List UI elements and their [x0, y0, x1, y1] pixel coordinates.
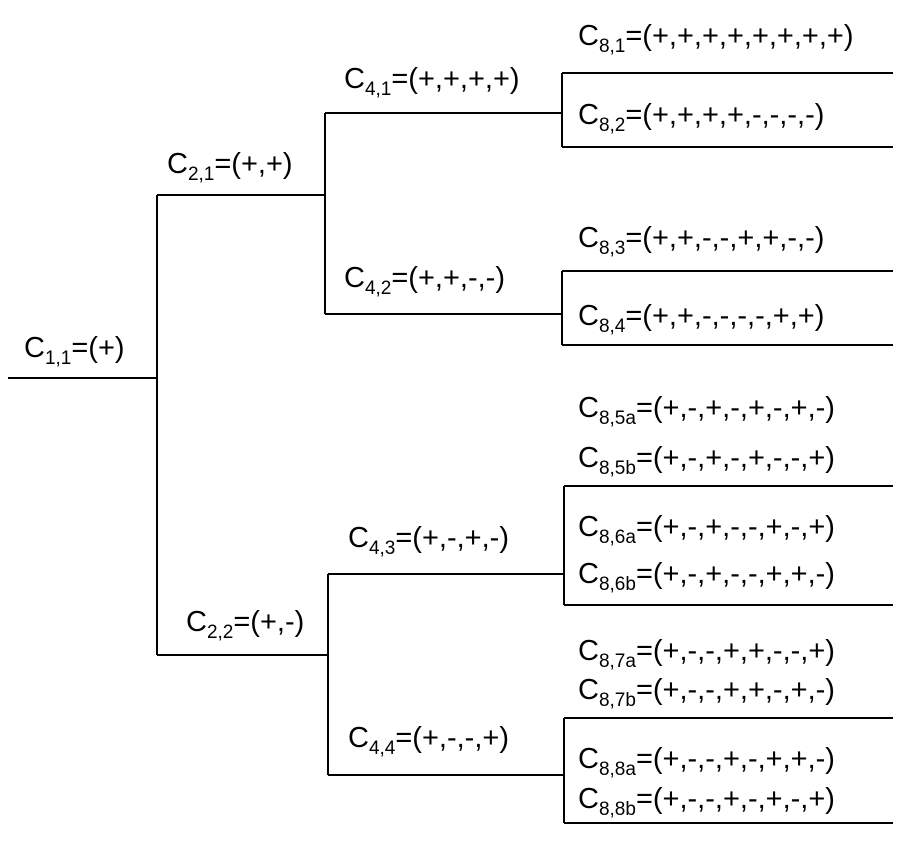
- node-symbol: C: [186, 606, 207, 638]
- node-sequence: =(+,+,+,+,+,+,+,+): [625, 20, 854, 52]
- node-sequence: =(+,-): [233, 606, 305, 638]
- node-index: 1,1: [44, 348, 72, 369]
- node-symbol: C: [578, 635, 599, 667]
- node-index: 2,2: [206, 622, 234, 643]
- node-c4-2: C4,2=(+,+,-,-): [344, 262, 505, 299]
- node-index: 8,1: [598, 36, 626, 57]
- node-c2-2: C2,2=(+,-): [186, 606, 305, 643]
- node-sequence: =(+,-,-,+,-,+,-,+): [635, 783, 835, 815]
- node-index: 4,4: [368, 738, 396, 759]
- node-sequence: =(+,+): [214, 148, 293, 180]
- node-symbol: C: [348, 522, 369, 554]
- node-index: 4,2: [364, 278, 392, 299]
- node-symbol: C: [344, 262, 365, 294]
- node-c4-4: C4,4=(+,-,-,+): [348, 722, 509, 759]
- node-symbol: C: [578, 783, 599, 815]
- node-c8-7a: C8,7a=(+,-,-,+,+,-,-,+): [578, 635, 835, 672]
- node-sequence: =(+,-,+,-,+,-,+,-): [635, 392, 835, 424]
- node-sequence: =(+,-,+,-): [395, 522, 509, 554]
- node-index: 8,3: [598, 238, 626, 259]
- node-symbol: C: [24, 332, 45, 364]
- node-index: 8,6a: [598, 527, 636, 548]
- node-c4-3: C4,3=(+,-,+,-): [348, 522, 509, 559]
- node-sequence: =(+,-,-,+): [395, 722, 509, 754]
- node-sequence: =(+,-,-,+,-,+,+,-): [635, 743, 835, 775]
- node-symbol: C: [578, 99, 599, 131]
- node-symbol: C: [578, 222, 599, 254]
- node-symbol: C: [167, 148, 188, 180]
- node-c8-6a: C8,6a=(+,-,+,-,-,+,-,+): [578, 511, 835, 548]
- node-symbol: C: [578, 392, 599, 424]
- node-c4-1: C4,1=(+,+,+,+): [344, 63, 520, 100]
- node-c8-5a: C8,5a=(+,-,+,-,+,-,+,-): [578, 392, 835, 429]
- node-sequence: =(+,+,-,-,+,+,-,-): [625, 222, 825, 254]
- node-c2-1: C2,1=(+,+): [167, 148, 293, 185]
- node-index: 8,5a: [598, 408, 636, 429]
- node-symbol: C: [578, 511, 599, 543]
- node-sequence: =(+,-,+,-,+,-,-,+): [635, 442, 835, 474]
- node-index: 8,8b: [598, 799, 636, 820]
- node-sequence: =(+): [71, 332, 125, 364]
- node-sequence: =(+,-,-,+,+,-,-,+): [635, 635, 835, 667]
- node-c8-2: C8,2=(+,+,+,+,-,-,-,-): [578, 99, 825, 136]
- node-c8-8a: C8,8a=(+,-,-,+,-,+,+,-): [578, 743, 835, 780]
- node-index: 8,4: [598, 316, 626, 337]
- node-index: 4,1: [364, 79, 392, 100]
- node-index: 8,2: [598, 115, 626, 136]
- node-c8-3: C8,3=(+,+,-,-,+,+,-,-): [578, 222, 825, 259]
- node-symbol: C: [348, 722, 369, 754]
- node-symbol: C: [344, 63, 365, 95]
- node-sequence: =(+,+,-,-,-,-,+,+): [625, 300, 825, 332]
- node-symbol: C: [578, 743, 599, 775]
- node-symbol: C: [578, 442, 599, 474]
- node-index: 8,7b: [598, 690, 636, 711]
- node-sequence: =(+,-,+,-,-,+,+,-): [635, 558, 835, 590]
- node-index: 8,7a: [598, 651, 636, 672]
- node-symbol: C: [578, 558, 599, 590]
- node-c8-8b: C8,8b=(+,-,-,+,-,+,-,+): [578, 783, 835, 820]
- node-index: 4,3: [368, 538, 396, 559]
- node-c8-6b: C8,6b=(+,-,+,-,-,+,+,-): [578, 558, 835, 595]
- node-index: 8,6b: [598, 574, 636, 595]
- node-symbol: C: [578, 674, 599, 706]
- node-c8-5b: C8,5b=(+,-,+,-,+,-,-,+): [578, 442, 835, 479]
- node-sequence: =(+,-,-,+,+,-,+,-): [635, 674, 835, 706]
- node-sequence: =(+,+,+,+): [391, 63, 520, 95]
- node-sequence: =(+,+,+,+,-,-,-,-): [625, 99, 825, 131]
- node-symbol: C: [578, 20, 599, 52]
- node-c8-1: C8,1=(+,+,+,+,+,+,+,+): [578, 20, 854, 57]
- node-c8-7b: C8,7b=(+,-,-,+,+,-,+,-): [578, 674, 835, 711]
- node-symbol: C: [578, 300, 599, 332]
- node-sequence: =(+,+,-,-): [391, 262, 505, 294]
- node-index: 8,8a: [598, 759, 636, 780]
- node-c8-4: C8,4=(+,+,-,-,-,-,+,+): [578, 300, 825, 337]
- node-sequence: =(+,-,+,-,-,+,-,+): [635, 511, 835, 543]
- node-c1-1: C1,1=(+): [24, 332, 125, 369]
- node-index: 8,5b: [598, 458, 636, 479]
- node-index: 2,1: [187, 164, 215, 185]
